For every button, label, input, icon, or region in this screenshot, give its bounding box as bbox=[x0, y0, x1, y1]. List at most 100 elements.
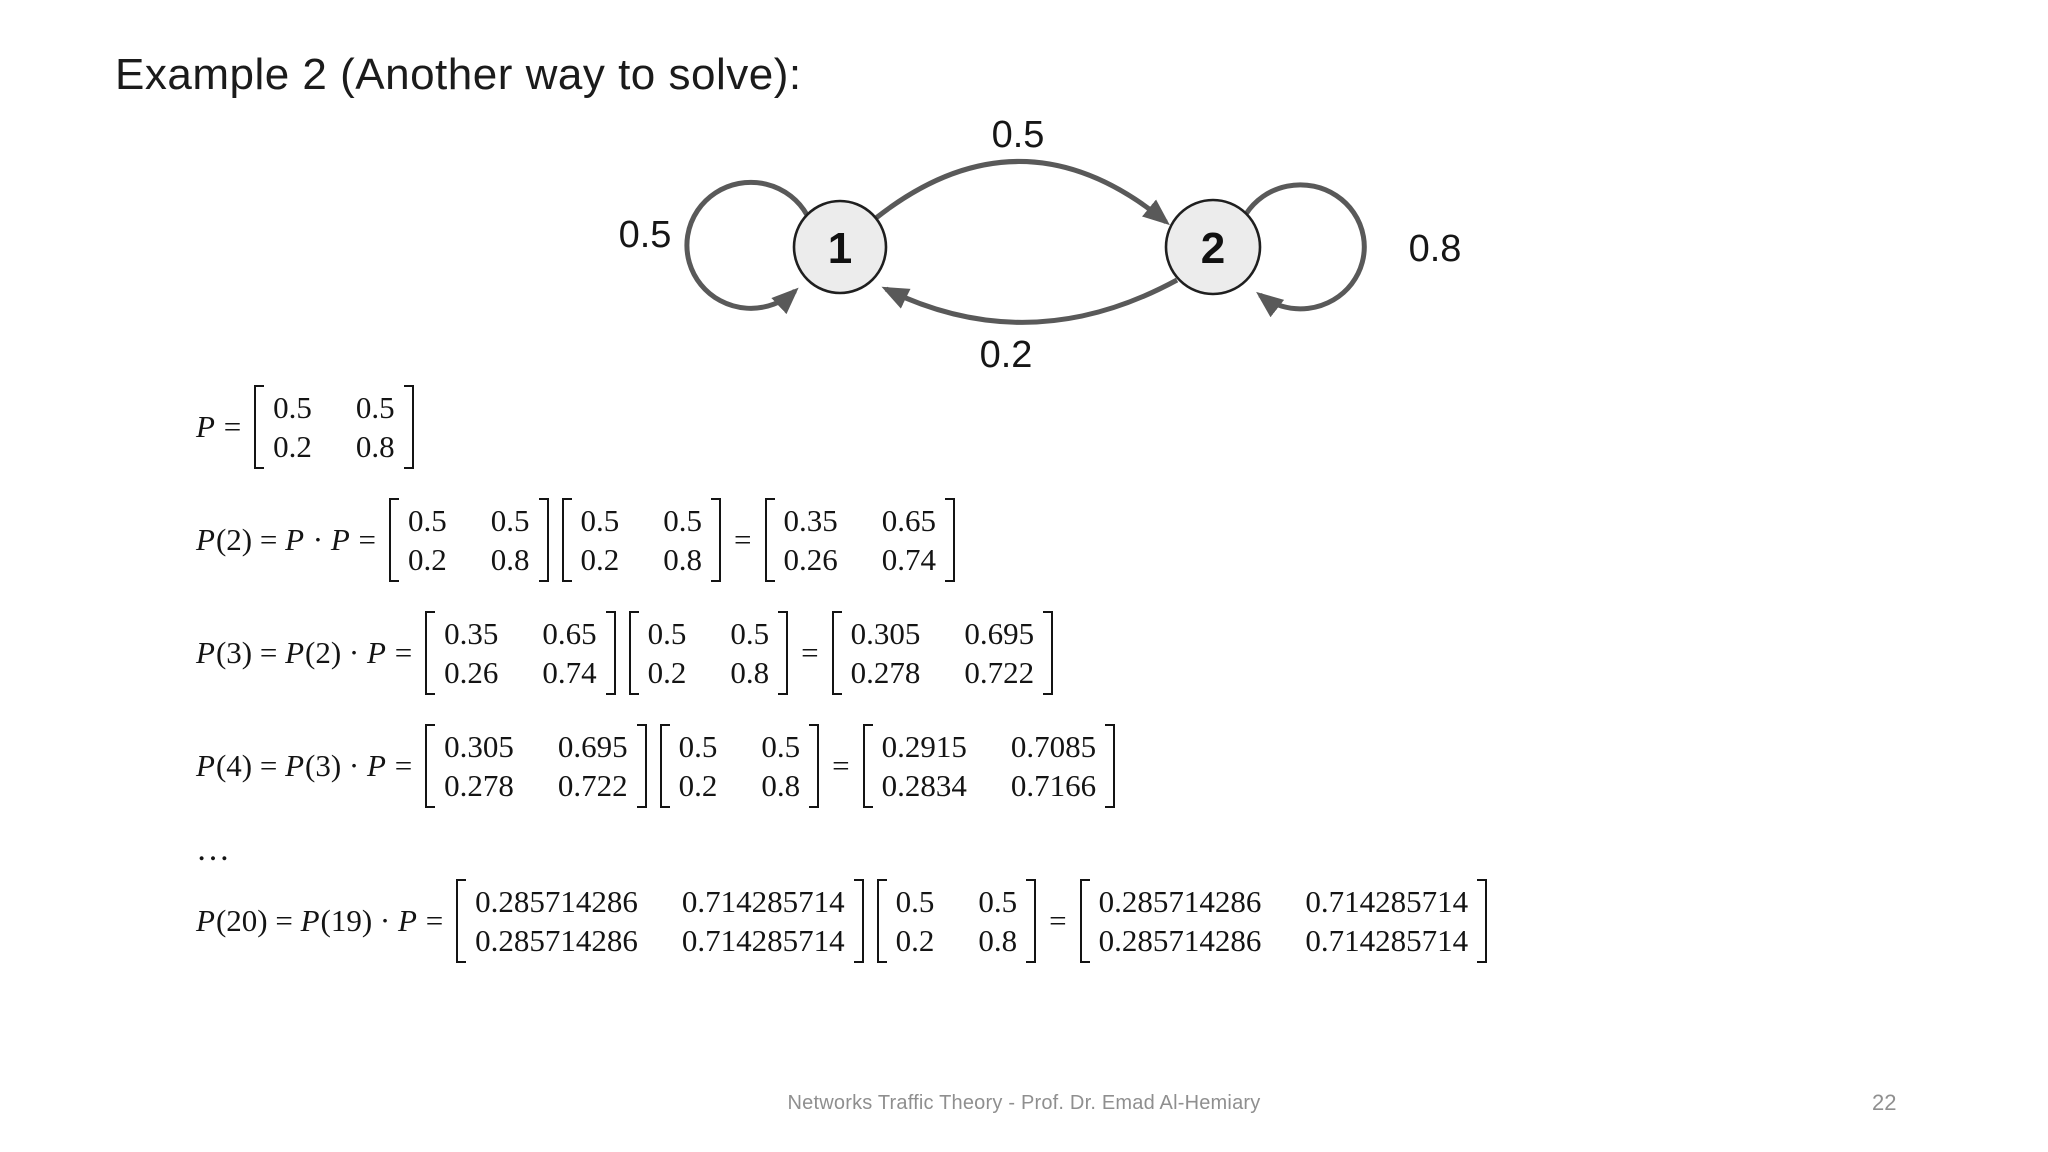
matrix-bracket-left bbox=[764, 498, 775, 583]
matrix-cell: 0.722 bbox=[557, 768, 628, 804]
math-text: = bbox=[801, 635, 819, 671]
matrix-cell: 0.305 bbox=[850, 616, 921, 652]
matrix-cell: 0.5 bbox=[273, 390, 312, 425]
matrix-cell: 0.8 bbox=[978, 923, 1018, 959]
matrix-bracket-left bbox=[425, 611, 436, 696]
matrix-bracket-right bbox=[853, 879, 864, 964]
slide-title: Example 2 (Another way to solve): bbox=[115, 50, 802, 99]
matrix-bracket-left bbox=[862, 724, 873, 809]
matrix-cell: 0.714285714 bbox=[1305, 923, 1469, 959]
matrix-bracket-right bbox=[605, 611, 616, 696]
math-text: P = bbox=[196, 409, 242, 445]
matrix-bracket-left bbox=[831, 611, 842, 696]
math-variable: P bbox=[196, 635, 215, 671]
matrix-cell: 0.695 bbox=[964, 616, 1035, 652]
state-label-1: 1 bbox=[828, 224, 852, 273]
matrix-bracket-right bbox=[809, 724, 820, 809]
math-text: = bbox=[1049, 903, 1067, 939]
footer-text: Networks Traffic Theory - Prof. Dr. Emad… bbox=[787, 1092, 1261, 1114]
matrix-cell: 0.8 bbox=[730, 655, 770, 691]
matrix-cell: 0.714285714 bbox=[1305, 884, 1469, 920]
matrix-bracket-right bbox=[636, 724, 647, 809]
edge-label-left-loop: 0.5 bbox=[619, 214, 672, 256]
matrix-bracket-right bbox=[1477, 879, 1488, 964]
matrix-cell: 0.74 bbox=[881, 542, 936, 578]
math-variable: P bbox=[196, 748, 215, 784]
matrix-bracket-left bbox=[628, 611, 639, 696]
matrix-bracket-right bbox=[945, 498, 955, 583]
matrix-cell: 0.285714286 bbox=[1098, 923, 1262, 959]
matrix-cell: 0.5 bbox=[408, 503, 447, 539]
self-loop-state2 bbox=[1243, 182, 1367, 318]
matrix-cell: 0.714285714 bbox=[681, 884, 845, 920]
matrix-cell: 0.714285714 bbox=[681, 923, 845, 959]
math-variable: P bbox=[196, 903, 215, 939]
matrix-bracket-right bbox=[1043, 611, 1054, 696]
math-text: P(3) = P(2) · P = bbox=[196, 635, 413, 671]
math-text: = bbox=[734, 522, 752, 558]
matrix-cell: 0.7166 bbox=[1010, 768, 1097, 804]
state-label-2: 2 bbox=[1201, 224, 1225, 273]
matrix-cell: 0.35 bbox=[783, 503, 838, 539]
matrix-cell: 0.35 bbox=[444, 616, 499, 652]
matrix-cell: 0.7085 bbox=[1010, 729, 1097, 765]
matrix-cell: 0.285714286 bbox=[1098, 884, 1262, 920]
matrix-cell: 0.2 bbox=[408, 542, 447, 578]
edge-label-top: 0.5 bbox=[992, 114, 1045, 156]
matrix-cell: 0.5 bbox=[678, 729, 718, 765]
matrix-cell: 0.2 bbox=[580, 542, 620, 578]
matrix-bracket-right bbox=[538, 498, 549, 583]
matrix-cell: 0.5 bbox=[761, 729, 801, 765]
matrix-cell: 0.65 bbox=[881, 503, 936, 539]
matrix-cell: 0.5 bbox=[580, 503, 620, 539]
matrix-bracket-left bbox=[876, 879, 887, 964]
matrix-bracket-right bbox=[403, 385, 414, 470]
matrix-bracket-left bbox=[389, 498, 400, 583]
matrix-cell: 0.5 bbox=[730, 616, 770, 652]
matrix-bracket-left bbox=[1079, 879, 1090, 964]
matrix-bracket-right bbox=[1026, 879, 1037, 964]
matrix-cell: 0.5 bbox=[490, 503, 530, 539]
math-text: P(2) = P · P = bbox=[196, 522, 377, 558]
matrix-cell: 0.285714286 bbox=[475, 923, 638, 959]
matrix-cell: 0.305 bbox=[444, 729, 514, 765]
math-variable: P bbox=[196, 522, 215, 558]
page-number: 22 bbox=[1872, 1090, 1897, 1115]
math-variable: P bbox=[285, 748, 305, 784]
matrix-cell: 0.5 bbox=[663, 503, 703, 539]
matrix-cell: 0.5 bbox=[895, 884, 935, 920]
matrix-cell: 0.5 bbox=[647, 616, 687, 652]
state-diagram: 1 2 0.5 0.2 0.5 0.8 bbox=[619, 114, 1462, 376]
equation-row: … bbox=[196, 831, 1487, 869]
math-variable: P bbox=[367, 635, 386, 671]
matrix-cell: 0.278 bbox=[444, 768, 514, 804]
matrix-cell: 0.2915 bbox=[881, 729, 967, 765]
math-text: P(20) = P(19) · P = bbox=[196, 903, 444, 939]
matrix-cell: 0.2 bbox=[273, 429, 312, 465]
matrix-cell: 0.722 bbox=[964, 655, 1035, 691]
math-variable: P bbox=[196, 409, 215, 445]
math-text: … bbox=[196, 831, 230, 869]
matrix-bracket-right bbox=[1105, 724, 1116, 809]
edge-label-bottom: 0.2 bbox=[980, 334, 1033, 376]
math-variable: P bbox=[367, 748, 386, 784]
